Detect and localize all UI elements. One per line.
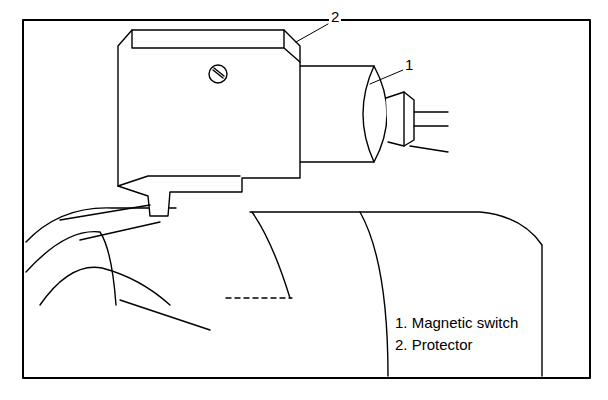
leader-line: [370, 70, 403, 84]
hidden-edge: [226, 297, 292, 298]
part-key: 1. Magnetic switch: [393, 314, 520, 332]
screw: [209, 65, 227, 83]
part-key: 2. Protector: [393, 336, 475, 354]
switch-end: [363, 66, 374, 162]
protector: [118, 30, 300, 216]
switch-terminal: [386, 92, 414, 146]
motor-seam: [360, 212, 388, 376]
callout-number: 2: [329, 8, 341, 26]
housing-curve: [40, 267, 170, 305]
protector-fold: [132, 30, 300, 62]
lead-wire: [410, 112, 448, 152]
protector-fold: [118, 176, 240, 186]
screw-slot: [213, 68, 224, 78]
housing-edge: [120, 300, 210, 330]
bracket-edge: [60, 205, 160, 240]
magnetic-switch: [292, 66, 387, 162]
switch-terminal: [403, 92, 404, 146]
frame: [23, 20, 590, 378]
motor-body: [250, 212, 542, 376]
leader-line: [296, 24, 328, 42]
housing-curve: [252, 212, 290, 298]
callout-number: 1: [403, 56, 415, 74]
